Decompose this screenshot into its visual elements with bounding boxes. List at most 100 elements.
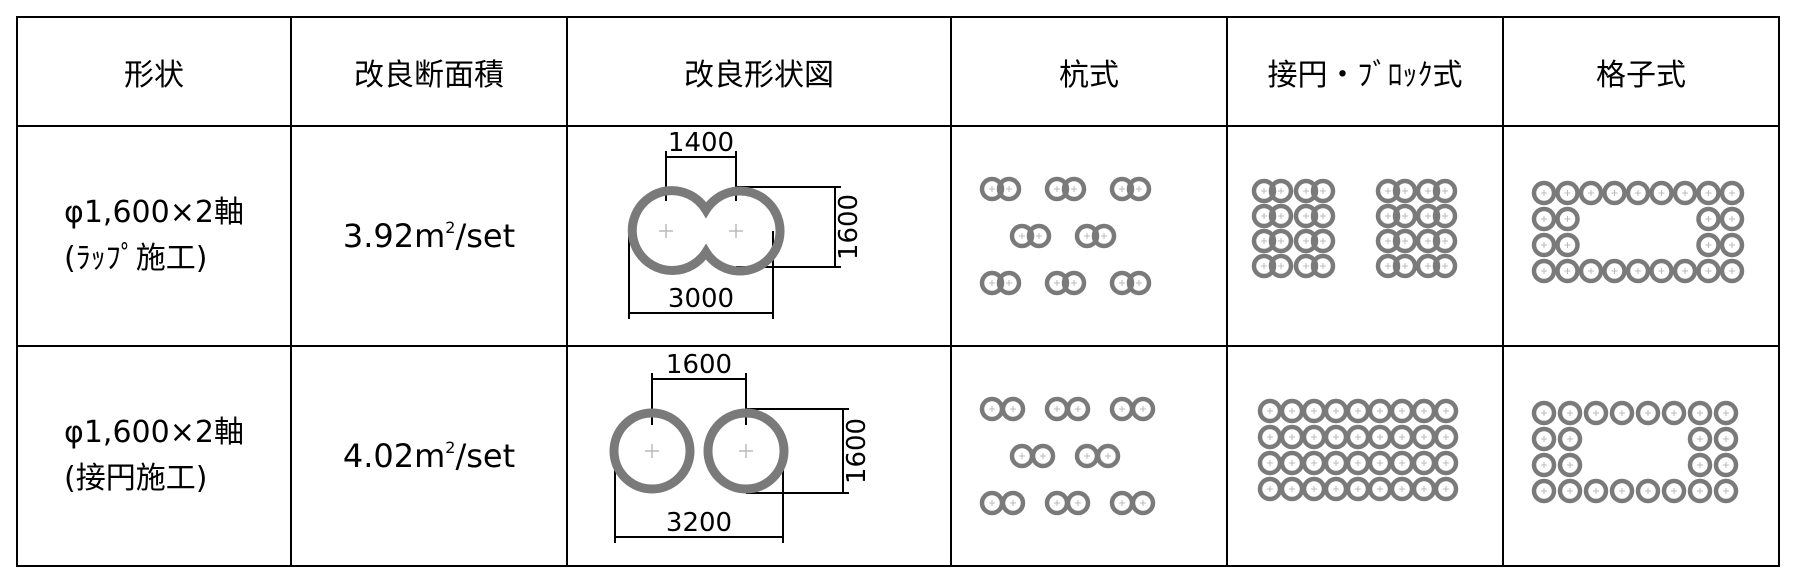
pile-circle	[1061, 176, 1087, 202]
pile-circle	[1000, 396, 1026, 422]
pile-circle	[1531, 452, 1557, 478]
pile-center-mark	[1442, 263, 1448, 269]
header-row: 形状 改良断面積 改良形状図 杭式 接円・ﾌﾞﾛｯｸ式 格子式	[16, 16, 1780, 127]
pile-center-mark	[1723, 436, 1729, 442]
pile-circle	[1555, 258, 1580, 284]
pile-center-mark	[1442, 188, 1448, 194]
pile-circle	[1531, 258, 1557, 284]
pile-circle	[1375, 228, 1401, 254]
pile-circle	[1432, 203, 1458, 229]
pile-circle	[1310, 203, 1336, 229]
pile-center-mark	[1421, 434, 1427, 440]
dim-height: 1600	[842, 418, 872, 484]
pile-circle	[1268, 253, 1294, 279]
pile-circle	[1293, 178, 1319, 204]
pile-circle	[1635, 400, 1661, 426]
pile-center-mark	[1105, 453, 1111, 459]
pile-circle	[1609, 400, 1635, 426]
pile-center-mark	[1006, 280, 1012, 286]
pile-center-mark	[1421, 460, 1427, 466]
area-cell: 4.02m2/set	[290, 345, 568, 567]
pile-circle	[1649, 258, 1674, 284]
shape-line1: φ1,600×2軸	[64, 195, 244, 230]
pile-circle	[1602, 258, 1627, 284]
pile-circle	[1583, 478, 1609, 504]
pile-circle	[1130, 490, 1156, 516]
pile-center-mark	[1697, 462, 1703, 468]
pile-center-mark	[1377, 460, 1383, 466]
area-value: 3.92m2/set	[342, 217, 516, 255]
pile-circle	[1251, 228, 1277, 254]
pile-center-mark	[1635, 190, 1641, 196]
pile-center-mark	[1119, 186, 1125, 192]
pile-circle	[1625, 258, 1651, 284]
diagram-cell: 1400 3000 1600	[566, 125, 952, 347]
pile-center-mark	[1333, 486, 1339, 492]
pile-circle	[1375, 253, 1401, 279]
pile-center-mark	[1611, 190, 1618, 196]
pile-circle	[1713, 478, 1739, 504]
pile-circle	[1293, 203, 1319, 229]
pile-center-mark	[1303, 238, 1309, 244]
pile-center-mark	[1084, 233, 1090, 239]
pile-center-mark	[1399, 460, 1405, 466]
pile-center-mark	[1399, 408, 1405, 414]
pile-circle	[1661, 478, 1687, 504]
header-pile-type: 杭式	[950, 16, 1228, 127]
pile-center-mark	[1611, 268, 1618, 274]
pile-center-mark	[1658, 190, 1665, 196]
pile-circle	[1251, 178, 1277, 204]
pile-center-mark	[1355, 434, 1361, 440]
pile-circle	[1557, 452, 1583, 478]
pile-center-mark	[1101, 233, 1107, 239]
diagram-cell: 1600 3200 1600	[566, 345, 952, 567]
pile-center-mark	[1588, 190, 1594, 196]
pile-center-mark	[1705, 216, 1712, 222]
pile-circle	[1696, 232, 1721, 258]
pile-center-mark	[1320, 188, 1326, 194]
pile-center-mark	[1289, 460, 1295, 466]
pile-center-mark	[1289, 486, 1295, 492]
shape-line1: φ1,600×2軸	[64, 415, 244, 450]
pile-circle	[1392, 203, 1418, 229]
pile-circle	[1375, 178, 1401, 204]
pile-center-mark	[1355, 486, 1361, 492]
pile-circle	[1719, 206, 1745, 232]
pile-circle	[1251, 203, 1277, 229]
pile-center-mark	[1075, 406, 1081, 412]
pile-circle	[1713, 452, 1739, 478]
pile-circle	[1719, 180, 1745, 206]
pile-circle	[1392, 253, 1418, 279]
pile-center-mark	[1136, 280, 1142, 286]
pile-center-mark	[1311, 408, 1317, 414]
pile-center-mark	[1671, 488, 1677, 494]
pile-center-mark	[1541, 410, 1547, 416]
pile-center-mark	[1019, 233, 1025, 239]
pile-center-mark	[1385, 213, 1391, 219]
pile-circle	[1268, 228, 1294, 254]
pile-circle	[1687, 452, 1713, 478]
pile-center-mark	[1333, 408, 1339, 414]
pile-center-mark	[1567, 410, 1573, 416]
pile-center-mark	[1136, 186, 1142, 192]
shape-label: φ1,600×2軸 (ﾗｯﾌﾟ施工)	[64, 190, 244, 282]
pile-center-mark	[989, 186, 995, 192]
pile-center-mark	[1303, 263, 1309, 269]
pile-circle	[1557, 478, 1583, 504]
pile-center-mark	[1377, 434, 1383, 440]
pile-center-mark	[1442, 238, 1448, 244]
pile-center-mark	[1278, 213, 1284, 219]
pile-circle	[1578, 180, 1604, 206]
block-type-cell	[1226, 125, 1504, 347]
pile-center-mark	[1541, 268, 1547, 274]
pile-center-mark	[1443, 434, 1449, 440]
pile-center-mark	[1402, 213, 1408, 219]
shape-cell: φ1,600×2軸 (接円施工)	[16, 345, 292, 567]
pile-center-mark	[989, 500, 995, 506]
pile-center-mark	[1425, 188, 1431, 194]
pile-center-mark	[1054, 406, 1060, 412]
pile-circle	[979, 176, 1005, 202]
pile-center-mark	[1645, 488, 1651, 494]
pile-center-mark	[989, 406, 995, 412]
pile-center-mark	[1588, 268, 1594, 274]
